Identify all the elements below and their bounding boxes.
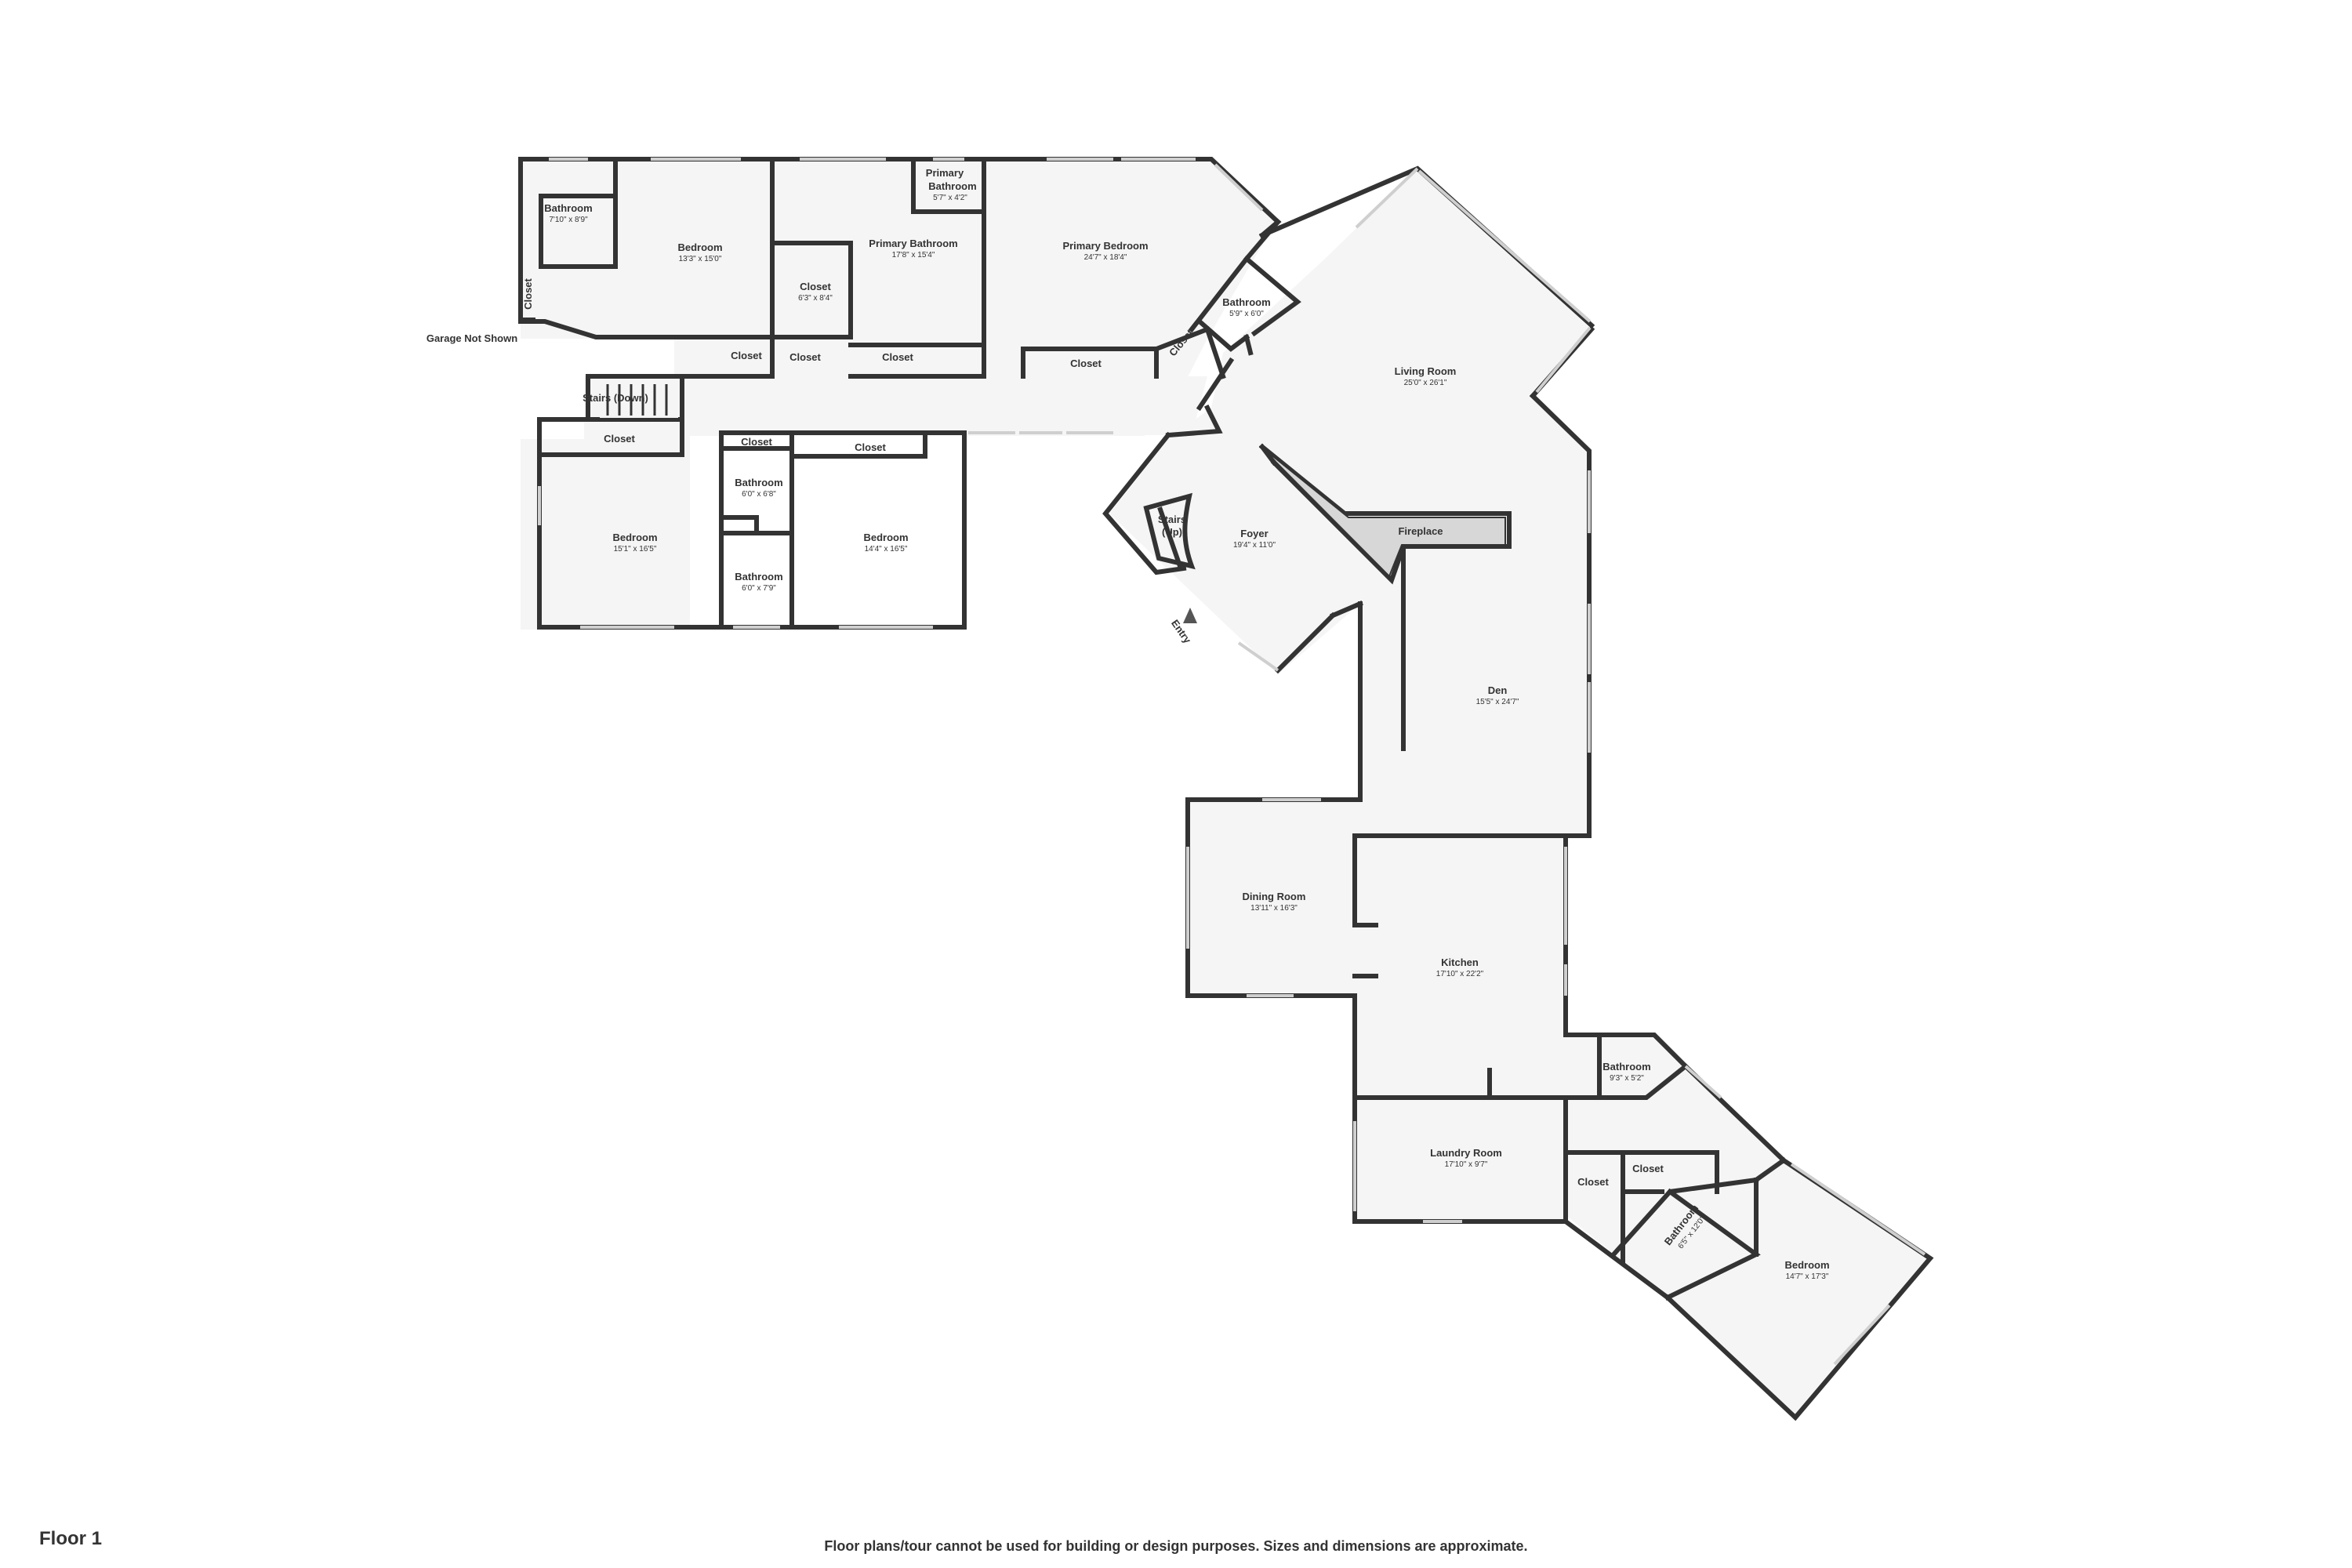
garage-note: Garage Not Shown bbox=[426, 332, 517, 344]
closet-primary-bedroom-label: Closet bbox=[1070, 358, 1102, 369]
bathroom-mid-bot-dim: 6'0" x 7'9" bbox=[742, 584, 776, 593]
primary-bathroom-small-label: Primary bbox=[926, 167, 964, 179]
closet-hall-1-label: Closet bbox=[731, 350, 762, 361]
bedroom-mid-dim: 14'4" x 16'5" bbox=[865, 545, 908, 554]
bathroom-pb-dim: 5'9" x 6'0" bbox=[1229, 310, 1264, 318]
laundry-room-label: Laundry Room bbox=[1430, 1147, 1502, 1159]
primary-bathroom-small-dim: 5'7" x 4'2" bbox=[933, 194, 967, 202]
bedroom-sw-dim: 15'1" x 16'5" bbox=[614, 545, 657, 554]
closet-se-2-label: Closet bbox=[1577, 1176, 1609, 1188]
room-fills bbox=[521, 159, 1930, 1417]
bedroom-se-dim: 14'7" x 17'3" bbox=[1786, 1272, 1829, 1281]
bedroom-mid-label: Bedroom bbox=[863, 532, 908, 543]
primary-bathroom-dim: 17'8" x 15'4" bbox=[892, 251, 935, 260]
closet-pb-dim: 6'3" x 8'4" bbox=[798, 294, 833, 303]
bathroom-nw-dim: 7'10" x 8'9" bbox=[549, 216, 588, 224]
primary-bathroom-small-label-2: Bathroom bbox=[928, 180, 976, 192]
closet-mid-label: Closet bbox=[741, 436, 772, 448]
bedroom-nw-label: Bedroom bbox=[677, 241, 722, 253]
entry-arrow-icon bbox=[1183, 608, 1197, 623]
walls bbox=[518, 157, 1934, 1421]
bathroom-nw-label: Bathroom bbox=[544, 202, 592, 214]
closet-nw-label: Closet bbox=[522, 278, 534, 309]
closet-sw-label: Closet bbox=[604, 433, 635, 445]
stairs-down-label: Stairs (Down) bbox=[583, 392, 648, 404]
living-room-dim: 25'0" x 26'1" bbox=[1404, 379, 1447, 387]
closet-se-label: Closet bbox=[1632, 1163, 1664, 1174]
stairs-up-label-2: (Up) bbox=[1162, 526, 1182, 538]
floor-label: Floor 1 bbox=[39, 1528, 102, 1549]
windows bbox=[538, 158, 1926, 1366]
living-room-label: Living Room bbox=[1395, 365, 1457, 377]
bedroom-se-label: Bedroom bbox=[1784, 1259, 1829, 1271]
foyer-label: Foyer bbox=[1240, 528, 1268, 539]
bathroom-pb-label: Bathroom bbox=[1222, 296, 1270, 308]
primary-bedroom-dim: 24'7" x 18'4" bbox=[1084, 253, 1127, 262]
foyer-dim: 19'4" x 11'0" bbox=[1233, 541, 1276, 550]
kitchen-dim: 17'10" x 22'2" bbox=[1436, 970, 1484, 978]
bedroom-nw-dim: 13'3" x 15'0" bbox=[679, 255, 722, 263]
bathroom-se-top-label: Bathroom bbox=[1602, 1061, 1650, 1073]
kitchen-label: Kitchen bbox=[1441, 956, 1479, 968]
room-labels: Bathroom 7'10" x 8'9" Bedroom 13'3" x 15… bbox=[426, 167, 1830, 1281]
den-label: Den bbox=[1488, 684, 1508, 696]
disclaimer: Floor plans/tour cannot be used for buil… bbox=[824, 1538, 1527, 1554]
bathroom-mid-top-label: Bathroom bbox=[735, 477, 782, 488]
bathroom-mid-bot-label: Bathroom bbox=[735, 571, 782, 583]
stairs-up-label-1: Stairs bbox=[1158, 514, 1186, 525]
stairs-down-treads bbox=[600, 380, 678, 418]
closet-pb-label: Closet bbox=[800, 281, 831, 292]
dining-room-label: Dining Room bbox=[1243, 891, 1306, 902]
bathroom-mid-top-dim: 6'0" x 6'8" bbox=[742, 490, 776, 499]
closet-hall-2-label: Closet bbox=[789, 351, 821, 363]
fireplace-label: Fireplace bbox=[1398, 525, 1443, 537]
closet-mid-bedroom-label: Closet bbox=[855, 441, 886, 453]
dining-room-dim: 13'11" x 16'3" bbox=[1250, 904, 1298, 913]
laundry-room-dim: 17'10" x 9'7" bbox=[1445, 1160, 1488, 1169]
bathroom-se-top-dim: 9'3" x 5'2" bbox=[1610, 1074, 1644, 1083]
primary-bedroom-label: Primary Bedroom bbox=[1062, 240, 1148, 252]
bedroom-sw-label: Bedroom bbox=[612, 532, 657, 543]
fireplace-hearth bbox=[1265, 450, 1506, 578]
den-dim: 15'5" x 24'7" bbox=[1476, 698, 1519, 706]
closet-hall-3-label: Closet bbox=[882, 351, 913, 363]
primary-bathroom-label: Primary Bathroom bbox=[869, 238, 957, 249]
